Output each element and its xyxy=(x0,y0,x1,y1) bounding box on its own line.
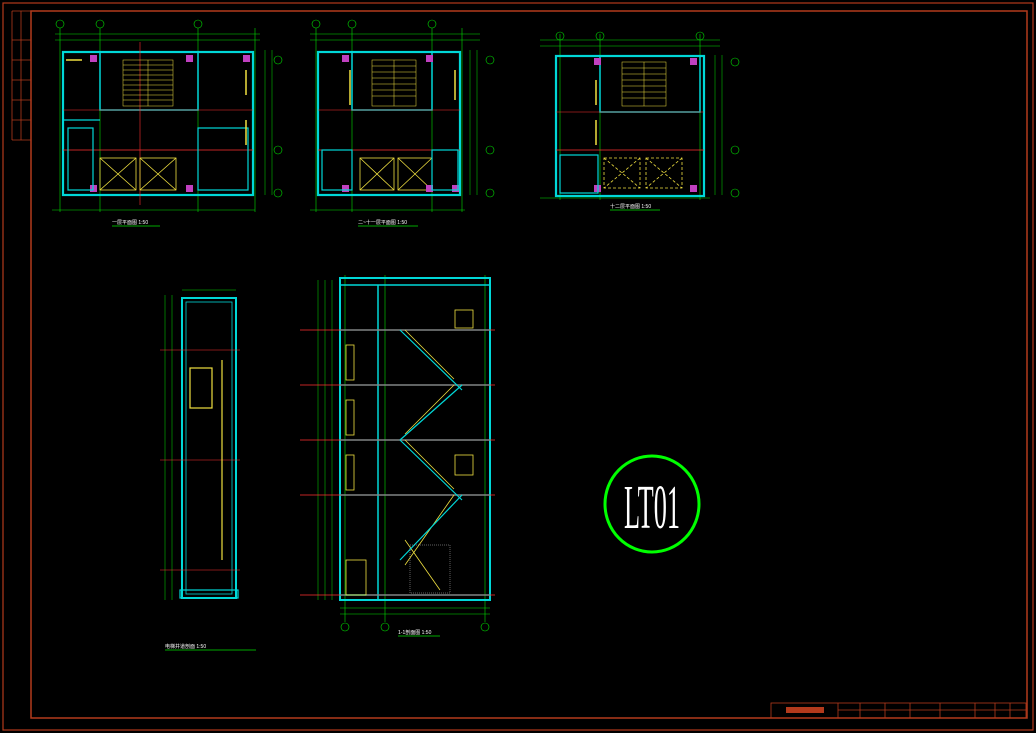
plan-level-1 xyxy=(52,28,273,212)
sheet-code-badge xyxy=(603,454,701,554)
sheet-inner-border xyxy=(30,10,1028,719)
elevator-section-title: 电梯井道剖面 1:50 xyxy=(165,643,206,650)
plan1-title: 一层平面图 1:50 xyxy=(112,220,148,226)
elevator-shaft-section xyxy=(160,289,240,600)
plan-level-2-11 xyxy=(310,28,480,212)
plan2-title: 二~十一层平面图 1:50 xyxy=(358,219,407,226)
stair-section xyxy=(300,275,495,622)
title-block xyxy=(770,702,1027,719)
plan-level-12 xyxy=(540,34,723,200)
axis-bubbles xyxy=(55,19,740,198)
plan3-title: 十二层平面图 1:50 xyxy=(610,203,651,210)
stair-section-title: 1-1剖面图 1:50 xyxy=(398,629,432,636)
title-block-logo xyxy=(786,707,824,713)
binding-strip xyxy=(11,10,31,141)
section-axis-bubbles xyxy=(340,622,490,632)
sheet-code-text: LT01 xyxy=(624,474,680,542)
